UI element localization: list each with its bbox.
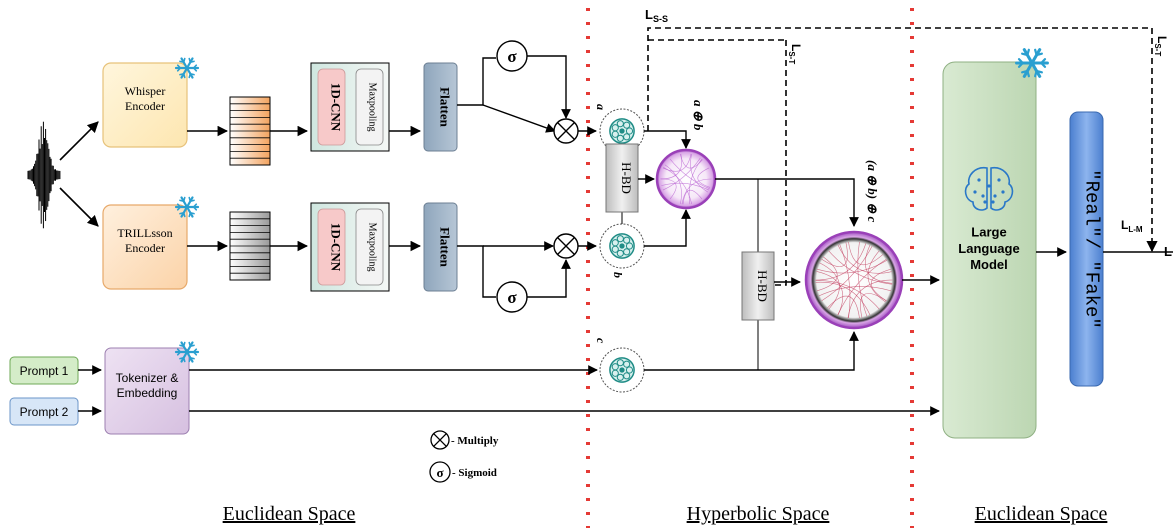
trillsson-feature-sequence xyxy=(230,212,270,280)
loss-st-label: LS-T xyxy=(787,44,803,64)
hbd-label: H-BD xyxy=(755,270,770,302)
total-loss-label: L xyxy=(1164,244,1172,259)
sigmoid-symbol: σ xyxy=(507,288,517,307)
prompt-1-label: Prompt 1 xyxy=(20,364,69,378)
legend-sigmoid-symbol: σ xyxy=(436,465,443,480)
poincare-disk-ab xyxy=(657,150,715,208)
label-a: a xyxy=(594,104,608,110)
tokenizer-label: Tokenizer &Embedding xyxy=(116,371,179,400)
loss-st-label: LS-T xyxy=(1153,36,1169,56)
label-a-plus-b: a ⊕ b xyxy=(691,100,706,131)
prompt-2-label: Prompt 2 xyxy=(20,405,69,419)
poincare-disk-b xyxy=(600,224,644,268)
label-ab-plus-c: (a ⊕ b) ⊕ c xyxy=(865,160,880,222)
whisper-feature-sequence xyxy=(230,97,270,165)
flatten-label: Flatten xyxy=(438,227,453,267)
section-euclidean-right: Euclidean Space xyxy=(975,503,1108,525)
poincare-disk-c xyxy=(600,348,644,392)
loss-ss-label: LS-S xyxy=(645,7,668,24)
label-b: b xyxy=(611,272,625,278)
hbd-label: H-BD xyxy=(619,162,634,194)
maxpool-label: Maxpooling xyxy=(367,83,378,132)
poincare-disk-abc xyxy=(806,232,902,328)
section-hyperbolic: Hyperbolic Space xyxy=(687,503,830,525)
cnn-label: 1D-CNN xyxy=(329,83,344,132)
audio-waveform-icon xyxy=(28,122,60,229)
legend-sigmoid-label: - Sigmoid xyxy=(452,467,497,479)
section-euclidean-left: Euclidean Space xyxy=(223,503,356,525)
cnn-label: 1D-CNN xyxy=(329,223,344,272)
maxpool-label: Maxpooling xyxy=(367,223,378,272)
loss-lm-label: LL-M xyxy=(1121,218,1143,234)
sigmoid-symbol: σ xyxy=(507,47,517,66)
label-c: c xyxy=(594,338,608,344)
flatten-label: Flatten xyxy=(438,87,453,127)
legend-multiply-label: - Multiply xyxy=(451,435,499,447)
output-label: "Real"/ "Fake" xyxy=(1081,169,1103,329)
loss-st-connector xyxy=(774,40,786,285)
